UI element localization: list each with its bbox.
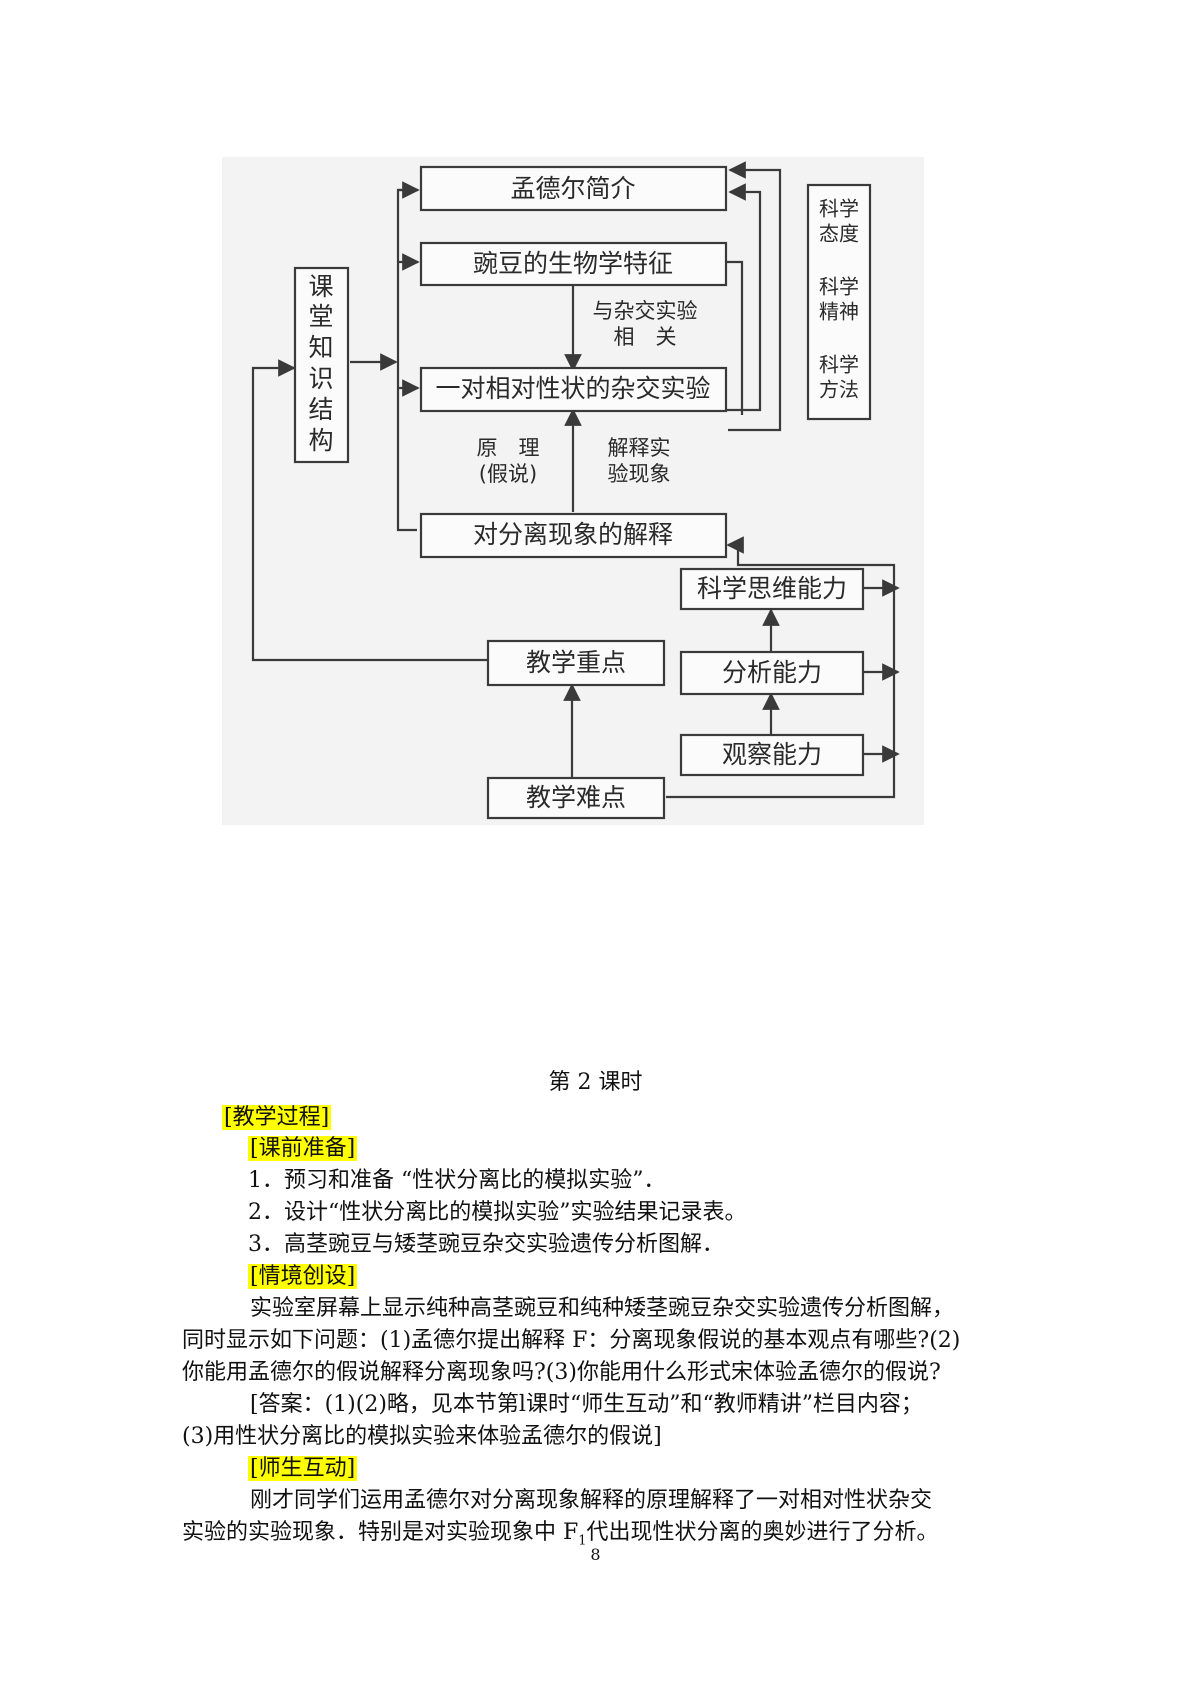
right-panel-line: 精神: [819, 300, 859, 324]
box-scientific-thinking: [679, 567, 865, 611]
scientific-thinking-text: 科学思维能力: [697, 574, 847, 603]
annotation-principle-2: (假说): [479, 462, 537, 486]
left-label-char: 结: [308, 395, 333, 424]
annotation-explain-2: 验现象: [608, 462, 671, 486]
scenario-line: 同时显示如下问题：(1)孟德尔提出解释 F：分离现象假说的基本观点有哪些?(2): [182, 1328, 961, 1353]
ability-bracket: [726, 536, 896, 740]
left-label-char: 知: [308, 333, 333, 362]
right-panel-line: 方法: [819, 378, 859, 402]
interaction-heading: [师生互动]: [248, 1456, 358, 1481]
lesson-title: 第 2 课时: [548, 1070, 643, 1095]
scenario-line: 实验室屏幕上显示纯种高茎豌豆和纯种矮茎豌豆杂交实验遗传分析图解，: [250, 1296, 955, 1321]
right-panel-line: 态度: [819, 222, 859, 246]
analysis-ability-text: 分析能力: [722, 658, 822, 687]
cross-experiment-text: 一对相对性状的杂交实验: [435, 374, 710, 403]
page-number: 8: [590, 1545, 601, 1564]
box-mendel-intro: [419, 165, 728, 212]
box-right-panel: [806, 183, 872, 421]
box-cross-experiment: [419, 366, 728, 413]
interaction-line: 刚才同学们运用孟德尔对分离现象解释的原理解释了一对相对性状杂交: [250, 1488, 933, 1513]
observation-ability-text: 观察能力: [722, 740, 822, 769]
interaction-line: 实验的实验现象．特别是对实验现象中 F1代出现性状分离的奥妙进行了分析。: [182, 1520, 939, 1549]
box-teaching-key: [486, 639, 666, 687]
box-observation-ability: [679, 733, 865, 777]
annotation-explain-1: 解释实: [608, 436, 671, 460]
loop-outer: [728, 161, 782, 432]
box-teaching-difficulty: [486, 776, 666, 820]
annotation-related-1: 与杂交实验: [593, 299, 698, 323]
loop-inner-link: [724, 260, 744, 415]
arrow-key-to-label: [251, 359, 488, 662]
knowledge-structure-diagram: 孟德尔简介 豌豆的生物学特征 一对相对性状的杂交实验 对分离现象的解释 科学思维…: [222, 157, 924, 825]
prep-item: 1．预习和准备 “性状分离比的模拟实验”．: [248, 1168, 666, 1193]
right-panel-line: 科学: [819, 197, 859, 221]
prep-heading: [课前准备]: [248, 1136, 358, 1161]
separation-explanation-text: 对分离现象的解释: [473, 520, 673, 549]
left-label-char: 识: [308, 364, 333, 393]
answer-line: [答案：(1)(2)略，见本节第l课时“师生互动”和“教师精讲”栏目内容；: [250, 1392, 923, 1417]
right-panel-line: 科学: [819, 275, 859, 299]
left-label-char: 课: [308, 272, 333, 301]
prep-item: 3．高茎豌豆与矮茎豌豆杂交实验遗传分析图解．: [248, 1232, 724, 1257]
teaching-difficulty-text: 教学难点: [526, 783, 626, 812]
left-label-char: 堂: [308, 302, 333, 331]
link-difficulty-abilities: [666, 740, 896, 799]
pea-traits-text: 豌豆的生物学特征: [473, 249, 673, 278]
answer-line: (3)用性状分离比的模拟实验来体验孟德尔的假说]: [182, 1424, 662, 1449]
mendel-intro-text: 孟德尔简介: [510, 174, 635, 203]
right-panel-line: 科学: [819, 353, 859, 377]
left-label-char: 构: [308, 426, 333, 455]
prep-item: 2．设计“性状分离比的模拟实验”实验结果记录表。: [248, 1200, 747, 1225]
annotation-principle-1: 原 理: [477, 436, 540, 460]
box-analysis-ability: [679, 650, 865, 696]
box-pea-traits: [419, 241, 728, 287]
teaching-key-text: 教学重点: [526, 648, 626, 677]
annotation-related-2: 相 关: [614, 325, 677, 349]
scenario-heading: [情境创设]: [248, 1264, 358, 1289]
process-heading: [教学过程]: [222, 1105, 332, 1130]
scenario-line: 你能用孟德尔的假说解释分离现象吗?(3)你能用什么形式宋体验孟德尔的假说?: [182, 1360, 941, 1385]
box-left-label: [293, 266, 350, 464]
box-separation-explanation: [419, 512, 728, 559]
